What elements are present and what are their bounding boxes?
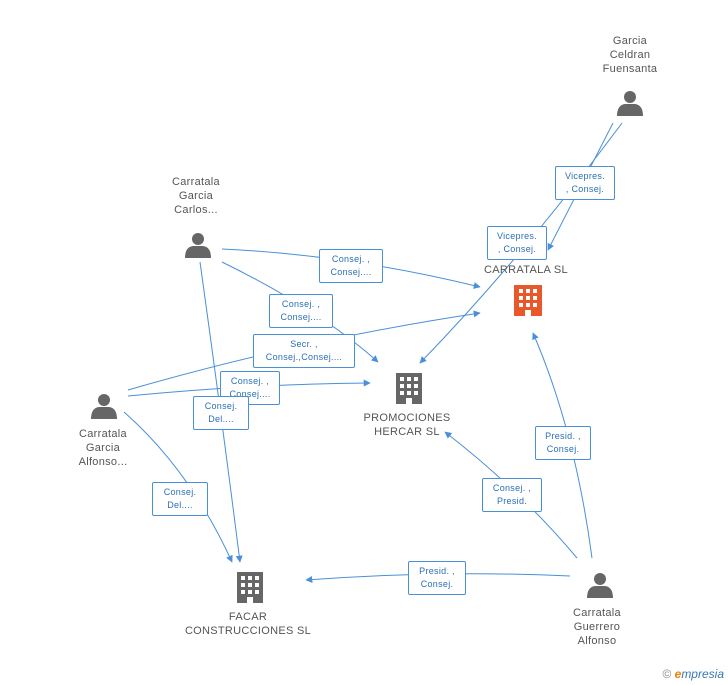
node-label-carratala-guerrero[interactable]: Carratala Guerrero Alfonso [573, 607, 621, 647]
edge-label[interactable]: Vicepres. , Consej. [555, 166, 615, 200]
edge-label[interactable]: Consej. Del.... [193, 396, 249, 430]
node-label-facar[interactable]: FACAR CONSTRUCCIONES SL [184, 611, 312, 637]
building-icon [237, 572, 263, 603]
edge-label[interactable]: Consej. , Consej.... [319, 249, 383, 283]
edge-label[interactable]: Presid. , Consej. [408, 561, 466, 595]
edge-label[interactable]: Presid. , Consej. [535, 426, 591, 460]
edge-line [123, 411, 233, 563]
node-label-carratala-carlos[interactable]: Carratala Garcia Carlos... [172, 176, 220, 216]
node-label-garcia-celdran[interactable]: Garcia Celdran Fuensanta [602, 35, 658, 75]
person-icon [185, 233, 211, 258]
brand-logo-text: mpresia [681, 667, 724, 681]
building-icons [237, 285, 542, 603]
person-icon [91, 394, 117, 419]
edge-label[interactable]: Consej. , Presid. [482, 478, 542, 512]
person-icon [587, 573, 613, 598]
node-label-promociones-hercar[interactable]: PROMOCIONES HERCAR SL [363, 412, 451, 438]
person-icon [617, 91, 643, 116]
copyright-symbol: © [662, 667, 672, 681]
brand-logo-e: e [674, 667, 682, 681]
node-label-carratala-sl[interactable]: CARRATALA SL [484, 264, 568, 276]
building-icon [514, 285, 542, 316]
person-icons [91, 91, 643, 598]
edge-label[interactable]: Consej. , Consej.... [269, 294, 333, 328]
edge-label[interactable]: Secr. , Consej.,Consej.... [253, 334, 355, 368]
node-label-carratala-alfonso[interactable]: Carratala Garcia Alfonso... [78, 428, 128, 468]
building-icon [396, 373, 422, 404]
edge-label[interactable]: Vicepres. , Consej. [487, 226, 547, 260]
brand-watermark: © empresia [662, 667, 724, 681]
edge-label[interactable]: Consej. Del.... [152, 482, 208, 516]
